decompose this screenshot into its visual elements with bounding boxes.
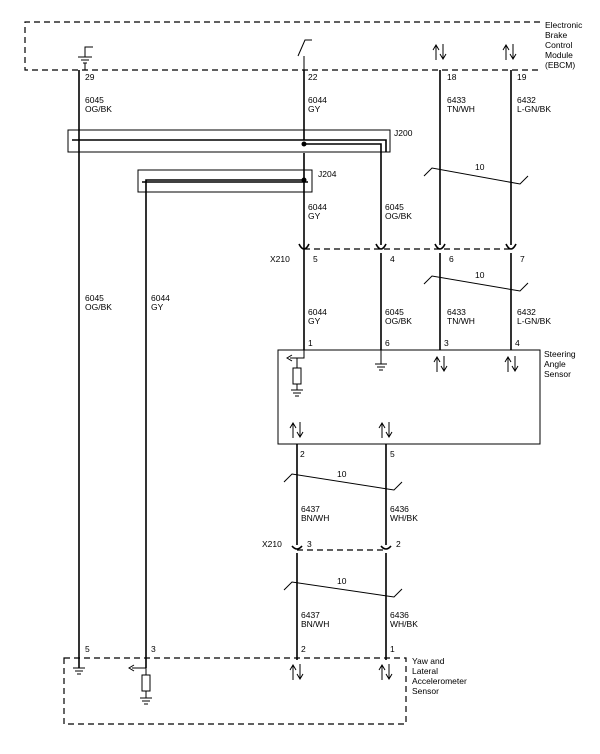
bidirectional-arrows-icon bbox=[433, 356, 448, 372]
wire-circuit: 6436 bbox=[390, 610, 409, 620]
wire-circuit: 6437 bbox=[301, 610, 320, 620]
wire-color: GY bbox=[151, 302, 164, 312]
wire-color: OG/BK bbox=[85, 302, 112, 312]
wire-circuit: 6044 bbox=[308, 202, 327, 212]
twisted-pair-markers: 10 10 10 10 bbox=[283, 162, 529, 598]
wire-circuit: 6044 bbox=[308, 307, 327, 317]
wire-circuit: 6045 bbox=[385, 202, 404, 212]
wire-circuit: 6433 bbox=[447, 307, 466, 317]
connector-label: X210 bbox=[262, 539, 282, 549]
connector-label: X210 bbox=[270, 254, 290, 264]
splice-j204: J204 bbox=[137, 169, 337, 193]
yaw-label-3: Accelerometer bbox=[412, 676, 467, 686]
twist-label: 10 bbox=[475, 162, 485, 172]
ebcm-pin-22: 22 bbox=[308, 72, 318, 82]
wire-circuit: 6436 bbox=[390, 504, 409, 514]
connector-pin: 5 bbox=[313, 254, 318, 264]
ebcm-label-5: (EBCM) bbox=[545, 60, 575, 70]
yaw-label-2: Lateral bbox=[412, 666, 438, 676]
wire-color: TN/WH bbox=[447, 316, 475, 326]
ebcm-label-2: Brake bbox=[545, 30, 567, 40]
ebcm-pin-18: 18 bbox=[447, 72, 457, 82]
connector-pin: 6 bbox=[449, 254, 454, 264]
wire-labels: 6045 OG/BK 6044 GY 6433 TN/WH 6432 L-GN/… bbox=[85, 95, 551, 629]
bidirectional-arrows-icon bbox=[289, 422, 304, 438]
splice-label-j200: J200 bbox=[394, 128, 413, 138]
yaw-sensor-module: Yaw and Lateral Accelerometer Sensor 5 3… bbox=[63, 644, 467, 725]
ebcm-module: Electronic Brake Control Module (EBCM) 2… bbox=[24, 20, 583, 82]
steering-label-1: Steering bbox=[544, 349, 576, 359]
connector-pin: 4 bbox=[390, 254, 395, 264]
wire-6044-branch bbox=[145, 179, 304, 668]
wire-color: L-GN/BK bbox=[517, 316, 551, 326]
yaw-pin: 3 bbox=[151, 644, 156, 654]
twist-label: 10 bbox=[337, 469, 347, 479]
wire-circuit: 6433 bbox=[447, 95, 466, 105]
wire-color: OG/BK bbox=[385, 211, 412, 221]
wire-circuit: 6432 bbox=[517, 95, 536, 105]
ground-icon bbox=[78, 46, 93, 70]
wire-circuit: 6432 bbox=[517, 307, 536, 317]
twist-label: 10 bbox=[337, 576, 347, 586]
bidirectional-arrows-icon bbox=[432, 44, 447, 60]
wire-circuit: 6045 bbox=[385, 307, 404, 317]
connector-pin: 2 bbox=[396, 539, 401, 549]
wire-color: WH/BK bbox=[390, 619, 418, 629]
ebcm-pin-19: 19 bbox=[517, 72, 527, 82]
resistor-icon bbox=[286, 350, 305, 397]
wire-circuit: 6045 bbox=[85, 293, 104, 303]
ebcm-pin-29: 29 bbox=[85, 72, 95, 82]
connector-x210-lower: X210 3 2 bbox=[262, 539, 401, 551]
wire-color: GY bbox=[308, 104, 321, 114]
twist-label: 10 bbox=[475, 270, 485, 280]
steering-angle-sensor: Steering Angle Sensor 1 6 3 4 bbox=[277, 338, 576, 459]
splice-j200: J200 bbox=[67, 128, 413, 153]
ebcm-label-3: Control bbox=[545, 40, 573, 50]
bidirectional-arrows-icon bbox=[378, 422, 393, 438]
connector-x210-upper: X210 5 4 6 7 bbox=[270, 243, 525, 264]
bidirectional-arrows-icon bbox=[502, 44, 517, 60]
ground-icon bbox=[375, 350, 387, 371]
connector-pin: 3 bbox=[307, 539, 312, 549]
steering-pin: 2 bbox=[300, 449, 305, 459]
wire-color: BN/WH bbox=[301, 619, 329, 629]
wire-color: OG/BK bbox=[385, 316, 412, 326]
bidirectional-arrows-icon bbox=[378, 664, 393, 680]
resistor-icon bbox=[128, 664, 152, 705]
wire-6045-branch bbox=[304, 143, 382, 350]
steering-pin: 6 bbox=[385, 338, 390, 348]
ground-icon bbox=[73, 667, 85, 675]
yaw-label-1: Yaw and bbox=[412, 656, 445, 666]
yaw-label-4: Sensor bbox=[412, 686, 439, 696]
ebcm-label-1: Electronic bbox=[545, 20, 583, 30]
steering-pin: 1 bbox=[308, 338, 313, 348]
wires bbox=[78, 70, 512, 668]
wire-circuit: 6044 bbox=[308, 95, 327, 105]
wire-circuit: 6045 bbox=[85, 95, 104, 105]
wire-color: L-GN/BK bbox=[517, 104, 551, 114]
wire-circuit: 6044 bbox=[151, 293, 170, 303]
wire-color: GY bbox=[308, 316, 321, 326]
ebcm-label-4: Module bbox=[545, 50, 573, 60]
wire-circuit: 6437 bbox=[301, 504, 320, 514]
steering-pin: 5 bbox=[390, 449, 395, 459]
yaw-pin: 1 bbox=[390, 644, 395, 654]
bidirectional-arrows-icon bbox=[289, 664, 304, 680]
yaw-pin: 5 bbox=[85, 644, 90, 654]
wire-color: TN/WH bbox=[447, 104, 475, 114]
bidirectional-arrows-icon bbox=[504, 356, 519, 372]
steering-label-2: Angle bbox=[544, 359, 566, 369]
steering-pin: 3 bbox=[444, 338, 449, 348]
splice-label-j204: J204 bbox=[318, 169, 337, 179]
yaw-pin: 2 bbox=[301, 644, 306, 654]
connector-pin: 7 bbox=[520, 254, 525, 264]
switch-icon bbox=[297, 39, 312, 70]
wire-color: WH/BK bbox=[390, 513, 418, 523]
wire-color: GY bbox=[308, 211, 321, 221]
steering-pin: 4 bbox=[515, 338, 520, 348]
wire-color: OG/BK bbox=[85, 104, 112, 114]
wire-color: BN/WH bbox=[301, 513, 329, 523]
steering-label-3: Sensor bbox=[544, 369, 571, 379]
